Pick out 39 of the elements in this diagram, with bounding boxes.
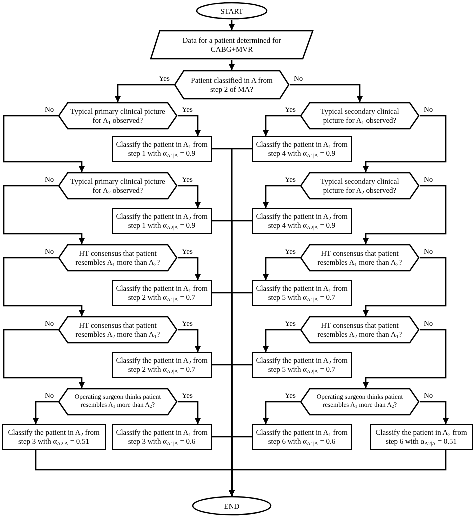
terminal-ellipse xyxy=(192,496,272,516)
arrow xyxy=(363,329,447,388)
arrow xyxy=(363,257,447,316)
decision-hexagon xyxy=(58,316,178,344)
decision-hexagon xyxy=(300,316,420,344)
arrow xyxy=(3,185,85,244)
arrow xyxy=(3,257,85,316)
arrow xyxy=(178,329,201,352)
decision-hexagon xyxy=(58,388,178,416)
arrow xyxy=(178,257,201,280)
arrow xyxy=(263,401,300,424)
arrow xyxy=(115,84,174,102)
decision-hexagon xyxy=(300,388,420,416)
arrow xyxy=(363,115,447,172)
arrow xyxy=(229,450,447,496)
arrow xyxy=(420,401,449,424)
terminal-ellipse xyxy=(196,2,268,20)
arrow xyxy=(263,185,300,208)
arrow xyxy=(178,115,201,136)
arrow xyxy=(229,20,235,30)
decision-hexagon xyxy=(300,244,420,272)
arrow xyxy=(263,115,300,136)
decision-hexagon xyxy=(58,172,178,200)
arrow xyxy=(3,329,85,388)
decision-hexagon xyxy=(58,102,178,130)
decision-hexagon xyxy=(300,172,420,200)
arrow xyxy=(229,60,235,70)
arrow xyxy=(178,185,201,208)
decision-hexagon xyxy=(58,244,178,272)
decision-hexagon xyxy=(300,102,420,130)
arrow xyxy=(363,185,447,244)
decision-hexagon xyxy=(174,70,290,100)
arrow xyxy=(178,401,201,424)
arrow xyxy=(263,329,300,352)
arrow xyxy=(3,115,85,172)
arrow xyxy=(290,84,363,102)
input-parallelogram xyxy=(150,30,314,60)
arrow xyxy=(263,257,300,280)
arrow xyxy=(33,401,58,424)
